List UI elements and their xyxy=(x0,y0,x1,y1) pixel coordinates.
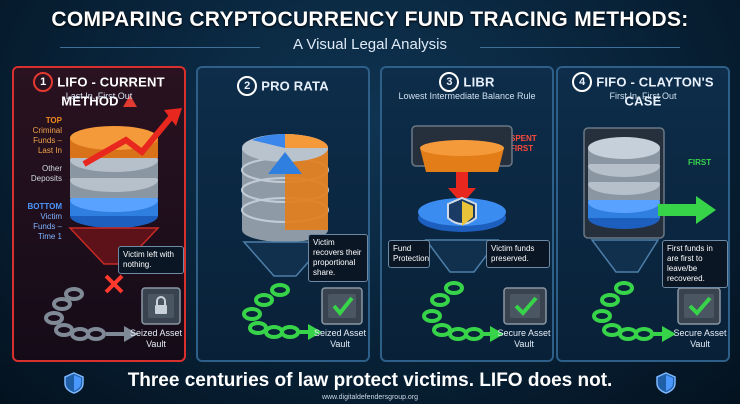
vault-icon xyxy=(321,287,363,325)
chain-icon xyxy=(44,287,126,341)
warning-icon xyxy=(122,94,137,107)
footer-tagline: Three centuries of law protect victims. … xyxy=(127,370,613,391)
libr-note: Victim funds preserved. xyxy=(486,240,550,268)
arrow-icon xyxy=(662,326,676,342)
lifo-diagram xyxy=(44,108,182,342)
shield-icon xyxy=(656,372,676,394)
label-top-head: TOP xyxy=(45,116,62,125)
coin-stack-icon xyxy=(241,134,329,242)
arrow-icon xyxy=(490,326,504,342)
shield-icon xyxy=(64,372,84,394)
vault-caption: Secure Asset Vault xyxy=(497,328,551,349)
check-icon xyxy=(688,296,712,316)
footer-url: www.digitaldefendersgroup.org xyxy=(321,394,419,401)
lock-icon xyxy=(155,305,167,314)
arrow-icon xyxy=(308,324,322,340)
panel-number: 1 xyxy=(33,72,54,92)
vault-icon xyxy=(503,287,547,325)
arrow-icon xyxy=(456,172,468,190)
arrow-icon xyxy=(658,204,698,216)
arrow-icon xyxy=(82,114,175,167)
label-victim-funds: Victim Funds – Time 1 xyxy=(33,212,62,241)
libr-note-left: Fund Protection xyxy=(388,240,430,268)
funnel-icon xyxy=(242,241,328,277)
label-criminal-funds: Criminal Funds – Last In xyxy=(32,126,62,155)
label-spent-first: SPENT FIRST xyxy=(510,134,537,153)
label-bottom-head: BOTTOM xyxy=(27,202,62,211)
vault-caption: Seized Asset Vault xyxy=(313,328,367,349)
title-divider-left xyxy=(60,47,260,48)
panel-title: LIBR xyxy=(463,74,495,90)
panel-title: FIFO - CLAYTON'S CASE xyxy=(596,74,714,109)
panel-number: 2 xyxy=(237,76,258,96)
fifo-note: First funds in are first to leave/be rec… xyxy=(662,240,728,288)
pro-rata-note: Victim recovers their proportional share… xyxy=(308,234,368,282)
coin-stack-icon xyxy=(70,126,158,228)
vault-caption: Seized Asset Vault xyxy=(129,328,183,349)
vault-caption: Secure Asset Vault xyxy=(673,328,727,349)
panel-number: 4 xyxy=(572,72,593,92)
chain-icon xyxy=(242,283,310,339)
vault-icon xyxy=(677,287,721,325)
chain-icon xyxy=(422,281,492,341)
panel-subtitle: First In, First Out xyxy=(609,91,677,101)
funnel-icon xyxy=(424,239,500,273)
panel-subtitle: Lowest Intermediate Balance Rule xyxy=(398,91,536,101)
funnel-icon xyxy=(590,239,660,273)
panel-title: PRO RATA xyxy=(261,78,329,94)
label-first: FIRST xyxy=(688,158,712,167)
coin-stack-icon xyxy=(588,137,660,229)
panel-title: LIFO - CURRENT METHOD xyxy=(57,74,165,109)
page-subtitle: A Visual Legal Analysis xyxy=(293,36,447,53)
title-divider-right xyxy=(480,47,680,48)
page-title: COMPARING CRYPTOCURRENCY FUND TRACING ME… xyxy=(51,8,689,31)
lifo-note: Victim left with nothing. xyxy=(118,246,184,274)
vault-icon xyxy=(141,287,181,325)
check-icon xyxy=(514,296,538,316)
panel-number: 3 xyxy=(439,72,460,92)
label-other-deposits: Other Deposits xyxy=(30,164,62,183)
pro-rata-diagram xyxy=(241,134,363,340)
fifo-diagram xyxy=(583,127,721,342)
chain-icon xyxy=(592,281,664,341)
panel-subtitle: Last In, First Out xyxy=(65,91,133,101)
check-icon xyxy=(332,296,354,317)
libr-diagram xyxy=(411,125,547,342)
x-icon xyxy=(104,274,124,294)
